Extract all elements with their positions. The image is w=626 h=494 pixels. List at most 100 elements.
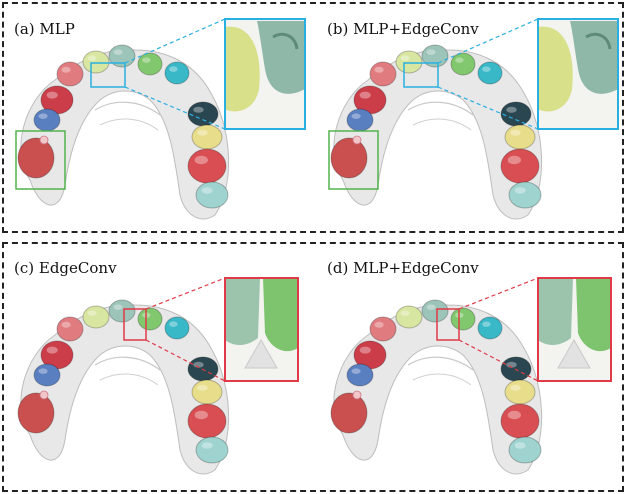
tooth-highlight: [359, 346, 371, 354]
inset-shading: [585, 32, 612, 50]
tooth-highlight: [38, 368, 48, 374]
inset-tooth-right: [263, 278, 298, 352]
tooth-highlight: [374, 66, 384, 73]
panel-b: (b) MLP+EdgeConv: [313, 0, 626, 240]
tooth-highlight: [506, 106, 517, 113]
palate-ridge: [99, 118, 159, 131]
zoom-connector: [458, 277, 539, 310]
tooth-highlight: [61, 321, 71, 328]
palate-ridge: [407, 101, 474, 116]
tooth: [369, 316, 397, 342]
tooth-highlight: [426, 49, 436, 55]
inset-gum-crease: [557, 338, 591, 369]
tooth: [164, 316, 190, 340]
tooth-small: [352, 135, 362, 145]
highlight-box-small: [123, 308, 147, 341]
tooth-highlight: [113, 49, 123, 55]
tooth-highlight: [193, 106, 204, 113]
tooth: [346, 363, 374, 387]
tooth-highlight: [507, 155, 521, 165]
tooth: [508, 181, 542, 209]
tooth: [504, 379, 536, 405]
zoom-inset: [537, 277, 612, 382]
tooth-highlight: [400, 55, 410, 61]
tooth-highlight: [87, 310, 97, 316]
tooth-highlight: [359, 91, 371, 99]
tooth: [195, 181, 229, 209]
zoom-inset: [224, 277, 299, 382]
tooth-highlight: [197, 129, 208, 136]
dental-arch: [328, 18, 619, 220]
tooth-highlight: [351, 368, 361, 374]
tooth: [191, 379, 223, 405]
tooth-highlight: [426, 304, 436, 310]
tooth: [500, 148, 540, 184]
tooth-highlight: [374, 321, 384, 328]
tooth-molar: [17, 137, 55, 179]
tooth-highlight: [169, 321, 178, 327]
tooth: [164, 61, 190, 85]
tooth: [187, 101, 219, 127]
zoom-connector: [437, 18, 539, 64]
tooth: [508, 436, 542, 464]
bottom-figure-frame: [2, 242, 624, 492]
inset-tooth-left: [225, 278, 260, 345]
tooth-highlight: [87, 55, 97, 61]
palate-ridge: [407, 356, 474, 371]
highlight-box-small: [90, 62, 126, 88]
inset-tooth-left: [538, 278, 573, 345]
tooth-highlight: [46, 346, 58, 354]
palate-ridge: [412, 373, 472, 386]
tooth: [191, 124, 223, 150]
tooth: [56, 316, 84, 342]
zoom-connector: [124, 18, 226, 64]
tooth-highlight: [61, 66, 71, 73]
tooth: [450, 52, 476, 76]
tooth-highlight: [514, 187, 526, 194]
panel-d-dental-render: [330, 277, 612, 475]
tooth: [421, 299, 449, 323]
gum-surface: [333, 49, 542, 220]
tooth-highlight: [510, 384, 521, 391]
palate-ridge: [412, 118, 472, 131]
panel-a: (a) MLP: [0, 0, 313, 240]
inset-border: [537, 18, 619, 130]
dental-arch: [330, 277, 612, 475]
tooth-molar: [17, 392, 55, 434]
tooth-highlight: [194, 410, 208, 420]
tooth-highlight: [351, 113, 361, 119]
tooth-highlight: [201, 442, 213, 449]
panel-c-dental-render: [17, 277, 299, 475]
tooth-highlight: [400, 310, 410, 316]
tooth-highlight: [201, 187, 213, 194]
tooth-small: [39, 390, 49, 400]
inset-gum-crease: [244, 338, 278, 369]
tooth: [195, 436, 229, 464]
panel-c-label: (c) EdgeConv: [14, 259, 117, 277]
tooth-highlight: [507, 410, 521, 420]
zoom-connector: [458, 339, 539, 382]
tooth: [33, 108, 61, 132]
tooth: [187, 403, 227, 439]
panel-c: (c) EdgeConv: [0, 240, 313, 494]
tooth-highlight: [197, 384, 208, 391]
tooth: [477, 316, 503, 340]
top-figure-frame: [2, 2, 624, 233]
inset-border: [537, 277, 612, 382]
tooth: [137, 52, 163, 76]
panel-b-dental-render: [328, 18, 619, 220]
gum-surface: [333, 304, 542, 475]
zoom-inset: [537, 18, 619, 130]
panel-b-label: (b) MLP+EdgeConv: [327, 20, 479, 38]
tooth-small: [352, 390, 362, 400]
highlight-box-small: [403, 62, 439, 88]
tooth: [395, 50, 423, 74]
tooth: [137, 307, 163, 331]
inset-tooth-yellow: [225, 26, 260, 112]
tooth-highlight: [169, 66, 178, 72]
tooth-highlight: [46, 91, 58, 99]
tooth: [450, 307, 476, 331]
tooth: [477, 61, 503, 85]
tooth: [500, 403, 540, 439]
highlight-box-small: [436, 308, 460, 341]
